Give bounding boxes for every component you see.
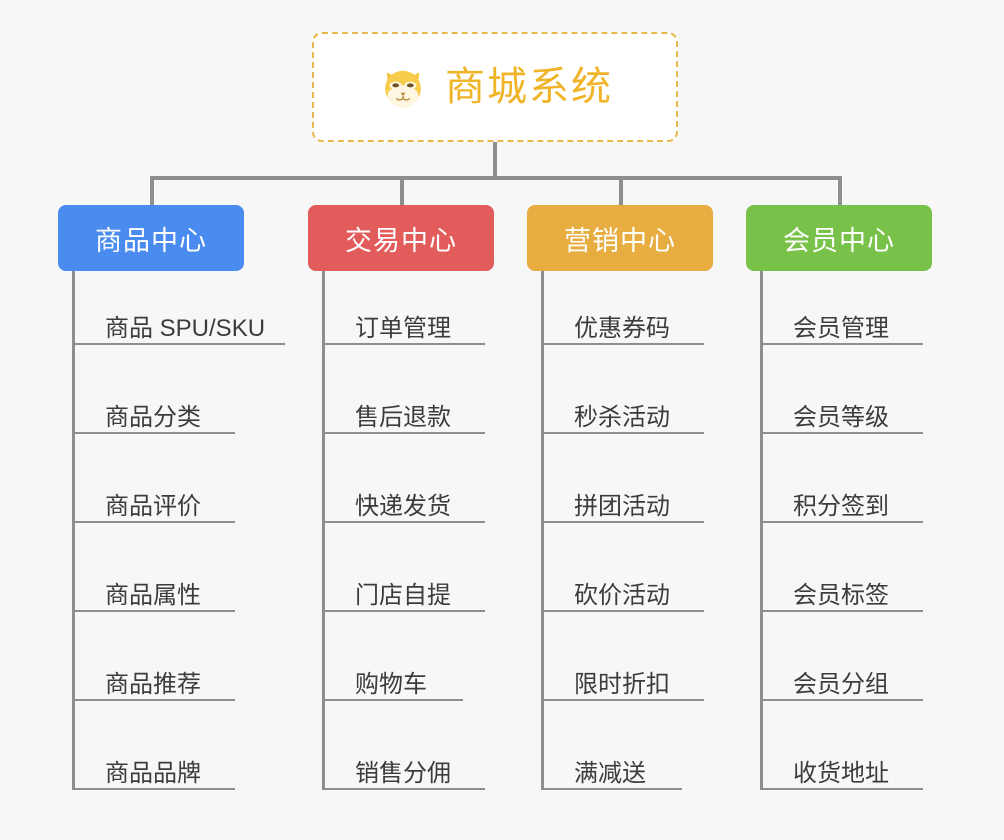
- list-item[interactable]: 砍价活动: [544, 523, 704, 612]
- branch-label: 交易中心: [345, 225, 457, 256]
- branch-items-marketing-center: 优惠券码 秒杀活动 拼团活动 砍价活动 限时折扣 满减送: [541, 271, 713, 790]
- connector-drop-3: [619, 176, 623, 207]
- connector-root-stem: [493, 142, 497, 179]
- list-item-label: 会员标签: [793, 582, 889, 610]
- list-item[interactable]: 会员等级: [763, 345, 923, 434]
- list-item-label: 售后退款: [355, 404, 451, 432]
- list-item[interactable]: 限时折扣: [544, 612, 704, 701]
- root-title: 商城系统: [445, 65, 613, 109]
- list-item-label: 会员管理: [793, 315, 889, 343]
- list-item[interactable]: 商品品牌: [75, 701, 235, 790]
- list-item[interactable]: 会员标签: [763, 523, 923, 612]
- branch-column-marketing-center: 营销中心 优惠券码 秒杀活动 拼团活动 砍价活动 限时折扣: [527, 205, 713, 790]
- list-item[interactable]: 会员管理: [763, 275, 923, 345]
- list-item-label: 商品 SPU/SKU: [105, 315, 266, 343]
- list-item-label: 销售分佣: [355, 760, 451, 788]
- list-item[interactable]: 快递发货: [325, 434, 485, 523]
- list-item-label: 拼团活动: [574, 493, 670, 521]
- branch-label: 会员中心: [783, 225, 895, 256]
- list-item[interactable]: 商品 SPU/SKU: [75, 275, 285, 345]
- list-item-label: 商品属性: [105, 582, 201, 610]
- list-item[interactable]: 会员分组: [763, 612, 923, 701]
- list-item-label: 秒杀活动: [574, 404, 670, 432]
- list-item[interactable]: 商品推荐: [75, 612, 235, 701]
- list-item-label: 商品评价: [105, 493, 201, 521]
- list-item[interactable]: 商品分类: [75, 345, 235, 434]
- list-item-label: 购物车: [355, 671, 427, 699]
- list-item-label: 门店自提: [355, 582, 451, 610]
- root-node[interactable]: 商城系统: [312, 32, 678, 142]
- branch-column-trade-center: 交易中心 订单管理 售后退款 快递发货 门店自提 购物车: [308, 205, 494, 790]
- branch-items-member-center: 会员管理 会员等级 积分签到 会员标签 会员分组 收货地址: [760, 271, 932, 790]
- list-item-label: 积分签到: [793, 493, 889, 521]
- list-item[interactable]: 优惠券码: [544, 275, 704, 345]
- list-item[interactable]: 商品评价: [75, 434, 235, 523]
- connector-drop-2: [400, 176, 404, 207]
- list-item-label: 满减送: [574, 760, 646, 788]
- connector-drop-4: [838, 176, 842, 207]
- connector-horizontal-bus: [150, 176, 842, 180]
- branch-column-member-center: 会员中心 会员管理 会员等级 积分签到 会员标签 会员分组: [746, 205, 932, 790]
- list-item[interactable]: 秒杀活动: [544, 345, 704, 434]
- branch-header-marketing-center[interactable]: 营销中心: [527, 205, 713, 271]
- list-item-label: 收货地址: [793, 760, 889, 788]
- connector-drop-1: [150, 176, 154, 207]
- list-item-label: 优惠券码: [574, 315, 670, 343]
- list-item-label: 商品分类: [105, 404, 201, 432]
- list-item[interactable]: 积分签到: [763, 434, 923, 523]
- branch-items-product-center: 商品 SPU/SKU 商品分类 商品评价 商品属性 商品推荐 商品品牌: [72, 271, 285, 790]
- list-item[interactable]: 商品属性: [75, 523, 235, 612]
- list-item[interactable]: 购物车: [325, 612, 463, 701]
- list-item[interactable]: 售后退款: [325, 345, 485, 434]
- list-item[interactable]: 拼团活动: [544, 434, 704, 523]
- list-item[interactable]: 门店自提: [325, 523, 485, 612]
- list-item-label: 商品推荐: [105, 671, 201, 699]
- list-item-label: 订单管理: [355, 315, 451, 343]
- branch-label: 营销中心: [564, 225, 676, 256]
- list-item-label: 砍价活动: [574, 582, 670, 610]
- branch-items-trade-center: 订单管理 售后退款 快递发货 门店自提 购物车 销售分佣: [322, 271, 494, 790]
- list-item[interactable]: 销售分佣: [325, 701, 485, 790]
- list-item[interactable]: 订单管理: [325, 275, 485, 345]
- branch-header-trade-center[interactable]: 交易中心: [308, 205, 494, 271]
- branch-header-product-center[interactable]: 商品中心: [58, 205, 244, 271]
- list-item-label: 商品品牌: [105, 760, 201, 788]
- list-item-label: 限时折扣: [574, 671, 670, 699]
- list-item[interactable]: 满减送: [544, 701, 682, 790]
- branch-header-member-center[interactable]: 会员中心: [746, 205, 932, 271]
- list-item[interactable]: 收货地址: [763, 701, 923, 790]
- list-item-label: 会员分组: [793, 671, 889, 699]
- shiba-dog-face-icon: [377, 61, 429, 113]
- branch-column-product-center: 商品中心 商品 SPU/SKU 商品分类 商品评价 商品属性 商品推荐: [58, 205, 285, 790]
- list-item-label: 会员等级: [793, 404, 889, 432]
- branch-label: 商品中心: [95, 225, 207, 256]
- list-item-label: 快递发货: [355, 493, 451, 521]
